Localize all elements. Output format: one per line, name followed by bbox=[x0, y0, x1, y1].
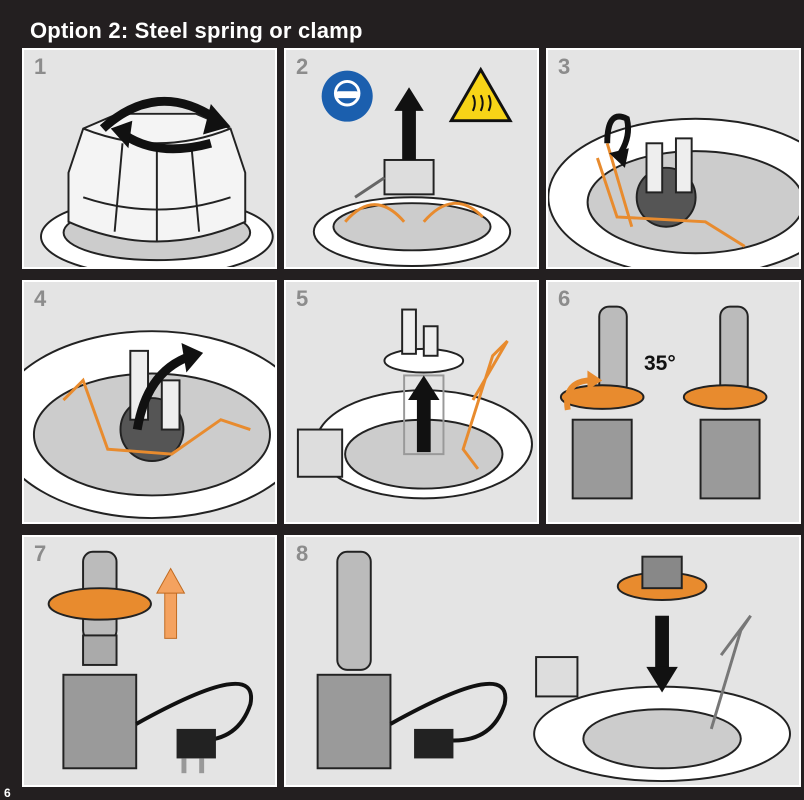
rotate-arrow-icon bbox=[99, 96, 231, 154]
up-arrow-icon bbox=[394, 87, 424, 160]
step-number: 8 bbox=[296, 541, 309, 566]
eye-protection-icon bbox=[321, 70, 373, 122]
down-arrow-icon bbox=[646, 615, 678, 693]
rotate-arrow-icon bbox=[132, 342, 204, 431]
step-8-illustration bbox=[316, 550, 791, 783]
step-number: 4 bbox=[34, 286, 47, 311]
step-number: 1 bbox=[34, 54, 47, 79]
step-6-panel: 6 35° bbox=[546, 280, 801, 524]
step-number: 6 bbox=[558, 286, 571, 311]
step-number: 7 bbox=[34, 541, 47, 566]
rotation-angle-label: 35° bbox=[644, 352, 676, 375]
step-number: 3 bbox=[558, 54, 571, 79]
up-arrow-icon bbox=[156, 567, 186, 639]
step-2-illustration bbox=[312, 158, 512, 267]
step-4-illustration bbox=[24, 330, 275, 520]
up-arrow-icon bbox=[408, 375, 440, 453]
rotate-arrow-icon bbox=[564, 370, 603, 411]
step-7-illustration bbox=[47, 550, 254, 774]
step-4-panel: 4 bbox=[22, 280, 277, 524]
page-number: 6 bbox=[4, 786, 11, 800]
step-number: 5 bbox=[296, 286, 309, 311]
step-3-illustration bbox=[548, 117, 799, 267]
step-5-panel: 5 bbox=[284, 280, 539, 524]
step-2-panel: 2 bbox=[284, 48, 539, 269]
step-6-illustration bbox=[559, 305, 768, 500]
rotate-arrow-icon bbox=[604, 113, 632, 168]
step-7-panel: 7 bbox=[22, 535, 277, 787]
step-5-illustration bbox=[296, 308, 533, 500]
hot-surface-warning-icon bbox=[448, 66, 513, 123]
step-3-panel: 3 bbox=[546, 48, 801, 269]
step-8-panel: 8 bbox=[284, 535, 801, 787]
step-1-panel: 1 bbox=[22, 48, 277, 269]
step-number: 2 bbox=[296, 54, 309, 79]
page-title: Option 2: Steel spring or clamp bbox=[30, 18, 363, 43]
